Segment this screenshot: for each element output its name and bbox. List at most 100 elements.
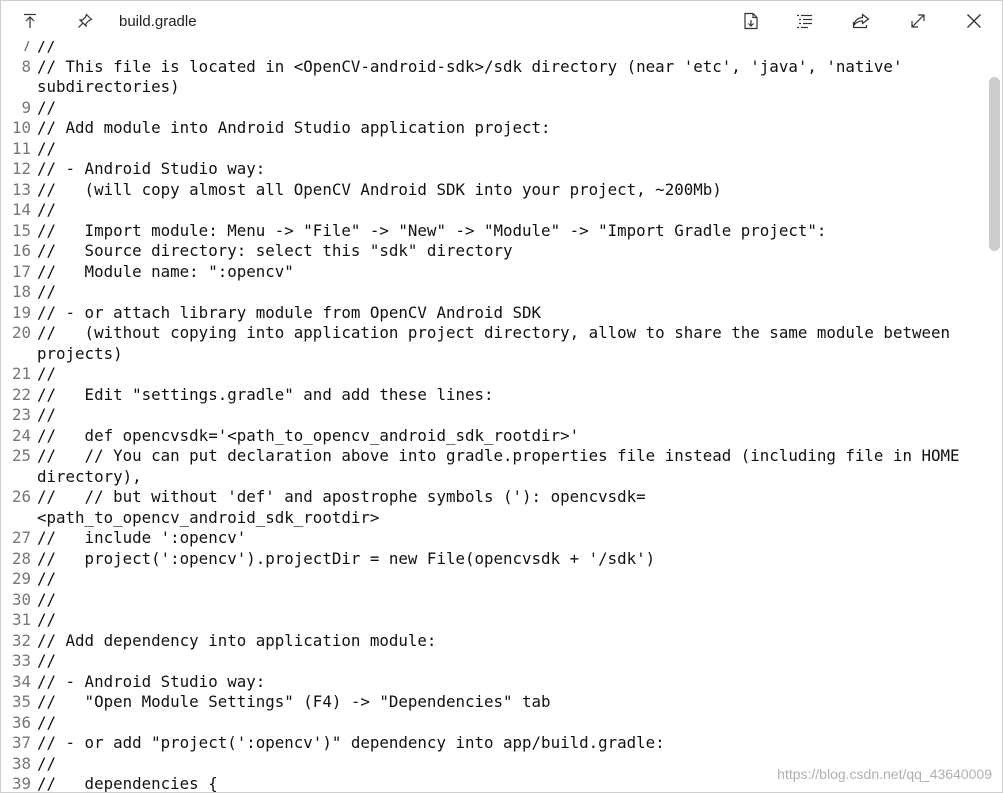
line-text: //: [37, 138, 57, 158]
code-line: 10 // Add module into Android Studio appl…: [1, 118, 983, 139]
scroll-to-top-button[interactable]: [14, 5, 46, 37]
code-line: 29 //: [1, 569, 983, 590]
line-number: 9: [21, 97, 31, 117]
line-number: 20: [11, 323, 31, 342]
line-text: //: [37, 405, 57, 424]
code-line: 22 // Edit "settings.gradle" and add thes…: [1, 385, 983, 406]
line-text: //: [37, 610, 57, 629]
line-text: // "Open Module Settings" (F4) -> "Depen…: [37, 692, 551, 711]
line-number: 24: [11, 425, 31, 445]
outline-button[interactable]: [789, 5, 821, 37]
line-number: 29: [11, 569, 31, 588]
code-line: 7//: [1, 41, 983, 57]
line-number: 10: [11, 118, 31, 137]
line-text: // - or add "project(':opencv')" depende…: [37, 733, 665, 752]
outline-list-icon: [796, 13, 814, 29]
line-number: 16: [11, 241, 31, 260]
vertical-scrollbar[interactable]: [986, 41, 1002, 792]
line-text: //: [37, 41, 57, 55]
line-text: //: [37, 651, 57, 670]
code-line: 34// - Android Studio way:: [1, 672, 983, 693]
line-text: // Add dependency into application modul…: [37, 630, 437, 650]
line-number: 39: [11, 774, 31, 793]
line-text: // This file is located in <OpenCV-andro…: [37, 56, 912, 97]
line-text: // // You can put declaration above into…: [37, 446, 970, 486]
line-text: // - Android Studio way:: [37, 159, 266, 178]
line-number: 18: [11, 282, 31, 301]
share-button[interactable]: [845, 5, 877, 37]
line-text: //: [37, 364, 57, 383]
line-text: // Import module: Menu -> "File" -> "New…: [37, 220, 827, 240]
share-icon: [852, 13, 870, 29]
line-text: //: [37, 282, 57, 301]
code-line: 12 // - Android Studio way:: [1, 159, 983, 180]
line-text: // def opencvsdk='<path_to_opencv_androi…: [37, 425, 580, 445]
code-line: 20 // (without copying into application p…: [1, 323, 983, 364]
line-number: 36: [11, 712, 31, 732]
line-text: // dependencies {: [37, 774, 218, 793]
line-number: 8: [21, 56, 31, 76]
line-number: 38: [11, 753, 31, 773]
close-icon: [966, 13, 982, 29]
line-number: 30: [11, 589, 31, 609]
line-text: //: [37, 200, 57, 219]
line-number: 28: [11, 548, 31, 568]
code-line: 15 // Import module: Menu -> "File" -> "N…: [1, 221, 983, 242]
line-number: 22: [11, 384, 31, 404]
code-lines: 7//8 // This file is located in <OpenCV-a…: [1, 41, 983, 793]
line-number: 35: [11, 692, 31, 711]
line-number: 27: [11, 528, 31, 547]
line-number: 37: [11, 733, 31, 752]
save-file-icon: [743, 12, 759, 30]
title-bar: build.gradle: [1, 1, 1002, 41]
line-text: // Module name: ":opencv": [37, 261, 294, 281]
line-text: // - or attach library module from OpenC…: [37, 302, 542, 322]
line-text: // (will copy almost all OpenCV Android …: [37, 179, 722, 199]
line-number: 31: [11, 610, 31, 629]
pin-icon: [77, 13, 93, 29]
scroll-to-top-icon: [22, 13, 38, 29]
code-line: 32 // Add dependency into application mod…: [1, 631, 983, 652]
code-line: 36//: [1, 713, 983, 734]
code-line: 11//: [1, 139, 983, 160]
close-button[interactable]: [958, 5, 990, 37]
line-text: // Add module into Android Studio applic…: [37, 118, 551, 137]
code-line: 30 //: [1, 590, 983, 611]
pin-button[interactable]: [69, 5, 101, 37]
line-number: 21: [11, 364, 31, 383]
line-text: // (without copying into application pro…: [37, 323, 960, 363]
line-number: 15: [11, 220, 31, 240]
code-line: 35 // "Open Module Settings" (F4) -> "Dep…: [1, 692, 983, 713]
line-number: 32: [11, 630, 31, 650]
code-line: 24 // def opencvsdk='<path_to_opencv_andr…: [1, 426, 983, 447]
watermark: https://blog.csdn.net/qq_43640009: [777, 766, 992, 782]
line-text: //: [37, 753, 57, 773]
maximize-button[interactable]: [902, 5, 934, 37]
code-line: 25 // // You can put declaration above in…: [1, 446, 983, 487]
line-text: // Edit "settings.gradle" and add these …: [37, 384, 494, 404]
line-number: 25: [11, 446, 31, 465]
scrollbar-thumb[interactable]: [989, 77, 1000, 251]
code-line: 23//: [1, 405, 983, 426]
line-text: // // but without 'def' and apostrophe s…: [37, 487, 646, 527]
code-line: 9//: [1, 98, 983, 119]
save-file-button[interactable]: [735, 5, 767, 37]
line-number: 19: [11, 302, 31, 322]
line-text: // project(':opencv').projectDir = new F…: [37, 548, 656, 568]
line-text: //: [37, 589, 57, 609]
code-line: 37 // - or add "project(':opencv')" depen…: [1, 733, 983, 754]
line-number: 34: [11, 671, 31, 691]
code-line: 27 // include ':opencv': [1, 528, 983, 549]
line-text: //: [37, 569, 57, 588]
code-line: 19 // - or attach library module from Ope…: [1, 303, 983, 324]
line-text: // include ':opencv': [37, 528, 247, 547]
line-number: 12: [11, 159, 31, 178]
code-line: 33//: [1, 651, 983, 672]
line-number: 14: [11, 200, 31, 219]
line-number: 13: [11, 179, 31, 199]
code-line: 17// Module name: ":opencv": [1, 262, 983, 283]
code-editor[interactable]: 7//8 // This file is located in <OpenCV-a…: [1, 41, 1002, 793]
code-line: 21 //: [1, 364, 983, 385]
code-line: 26// // but without 'def' and apostrophe…: [1, 487, 983, 528]
code-line: 28 // project(':opencv').projectDir = new…: [1, 549, 983, 570]
